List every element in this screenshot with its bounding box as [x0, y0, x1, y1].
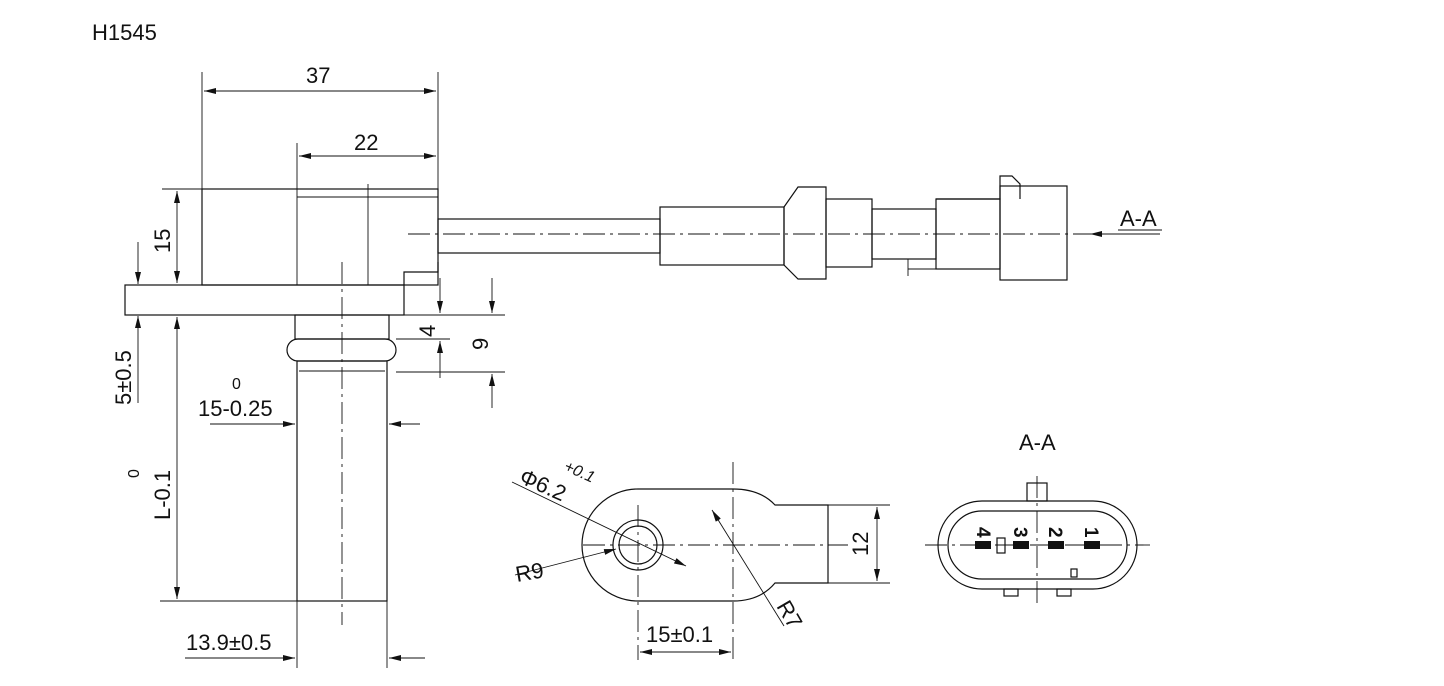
dim-L-label: L-0.1	[150, 470, 175, 520]
pin-1	[1084, 541, 1100, 549]
head-step	[403, 262, 439, 285]
pin-label-2: 2	[1044, 527, 1065, 538]
pin-2	[1048, 541, 1064, 549]
dim-R7-leader	[711, 509, 785, 627]
cable	[437, 218, 661, 254]
connector-body	[999, 185, 1068, 281]
pin-label-1: 1	[1080, 527, 1101, 538]
dim-L-tolerance: 0	[126, 469, 143, 478]
dim-22-label: 22	[354, 130, 378, 155]
dim-shaft-diameter-tol: 0	[232, 376, 241, 393]
flange-plate	[124, 284, 405, 316]
part-number: H1545	[92, 20, 157, 45]
section-title: A-A	[1019, 430, 1056, 455]
collar	[783, 186, 827, 280]
pin-3	[1013, 541, 1029, 549]
flange-top-view: Φ6.2 +0.1 R9 R7 12 15±0.1	[511, 458, 890, 660]
dim-hole-diameter-leader	[511, 481, 687, 567]
dim-shaft-diameter-label: 15-0.25	[198, 396, 273, 421]
connector-key-bottom-left	[1003, 588, 1019, 597]
dim-13-9-label: 13.9±0.5	[186, 630, 271, 655]
dim-R7-label: R7	[772, 596, 808, 633]
dim-37-label: 37	[306, 63, 330, 88]
flange-outline	[581, 488, 829, 602]
dim-5-label: 5±0.5	[111, 350, 136, 405]
dim-9-label: 9	[468, 338, 493, 350]
dim-hole-spacing-label: 15±0.1	[646, 622, 713, 647]
dim-4-label: 4	[415, 325, 440, 337]
dim-15-label: 15	[150, 229, 175, 253]
latch-window	[996, 537, 1006, 554]
pin-label-3: 3	[1009, 527, 1030, 538]
pin-4	[975, 541, 991, 549]
connector-polarizer	[1070, 568, 1078, 578]
side-view: A-A	[124, 175, 1162, 625]
cable-boot	[659, 206, 785, 266]
dim-12-label: 12	[848, 532, 873, 556]
sensor-head-outline	[201, 188, 439, 286]
connector-key-bottom-right	[1056, 588, 1072, 597]
connector-latch	[936, 175, 1021, 200]
connector-section-view: A-A 4 3 2 1	[925, 430, 1150, 605]
connector-neck	[825, 198, 873, 268]
pin-label-4: 4	[972, 527, 993, 538]
side-view-dimensions: 37 22 15 5±0.5 L-0.1 0 15-0.25 0 4 9	[111, 63, 505, 668]
dim-R9-leader	[514, 548, 617, 576]
dim-R9-label: R9	[514, 557, 546, 587]
section-marker-label: A-A	[1120, 206, 1157, 231]
o-ring	[286, 338, 397, 362]
